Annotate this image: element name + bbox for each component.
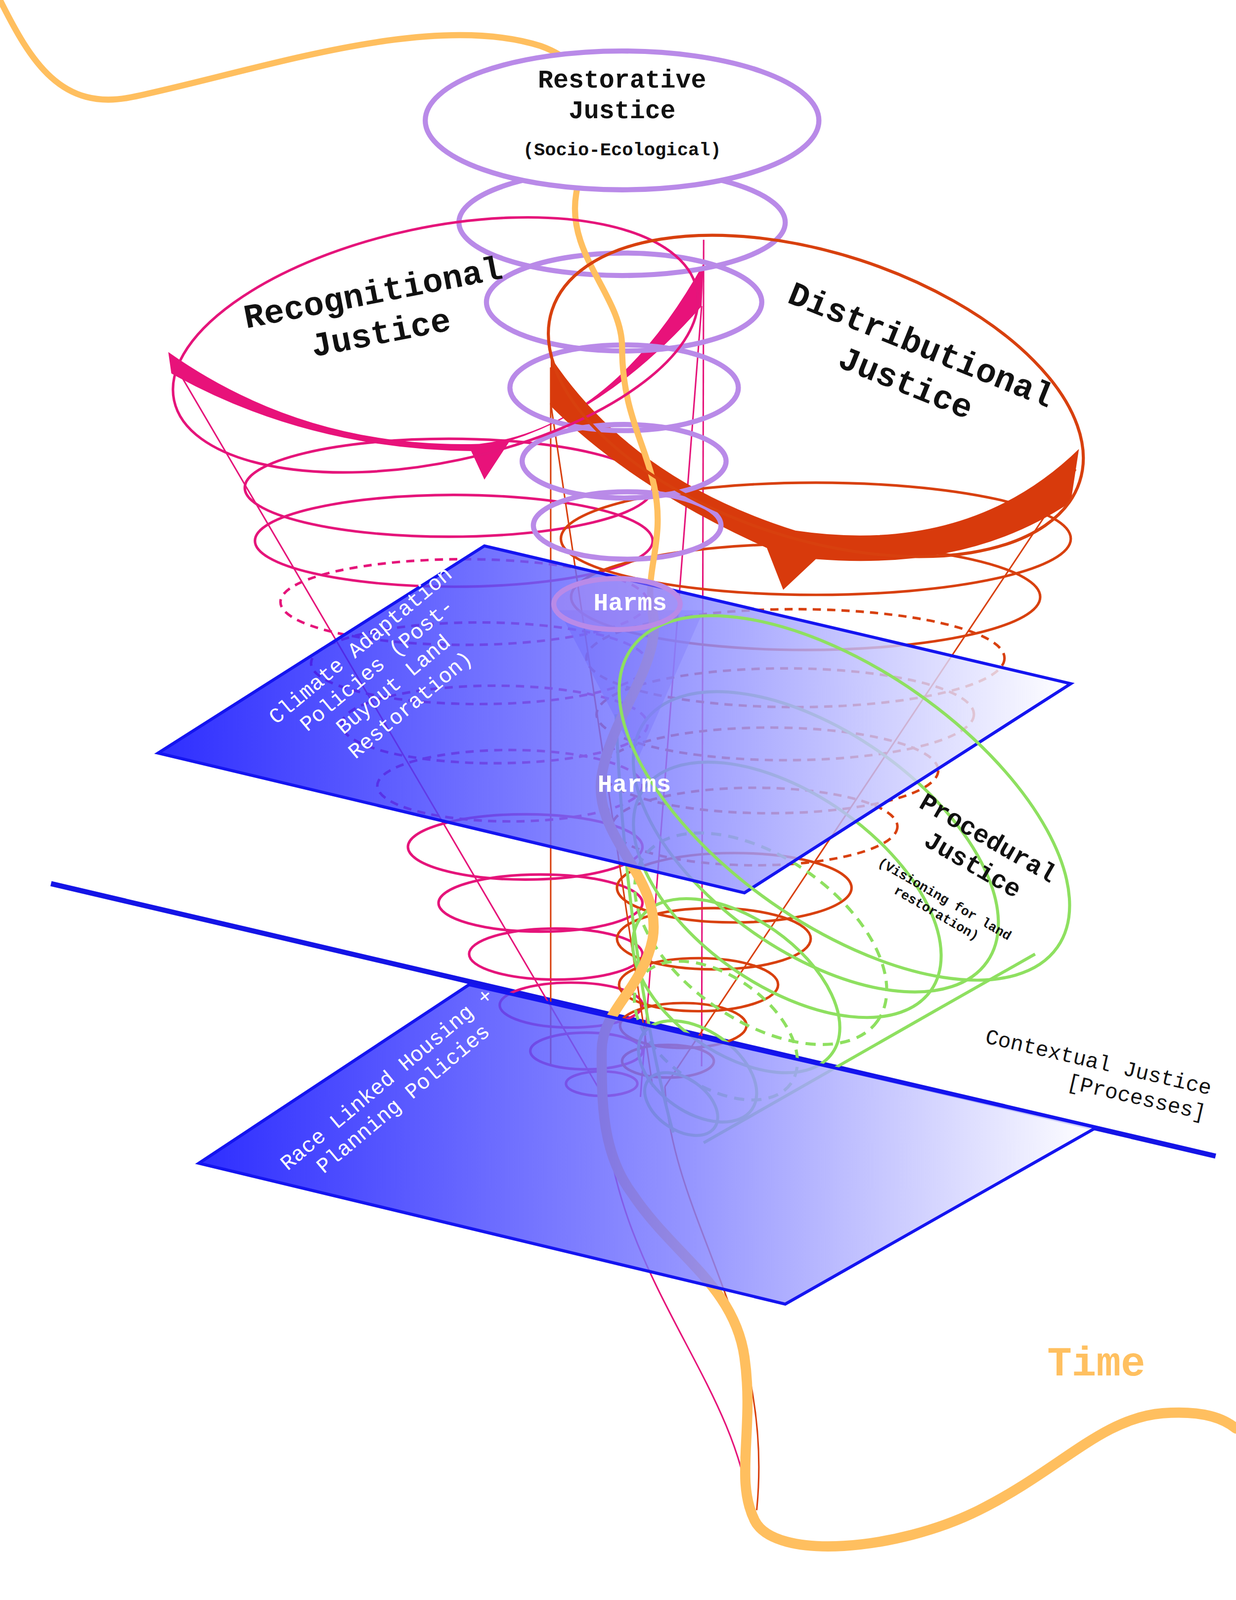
restorative-ellipse-shape xyxy=(425,50,819,190)
restorative-rings xyxy=(533,491,722,559)
distributional-cone xyxy=(550,402,1076,1510)
node-title: Harms xyxy=(573,588,687,618)
policy-plane: Race Linked Housing + Planning Policies xyxy=(198,984,1097,1304)
restorative-rings xyxy=(522,424,727,498)
time-label: Time xyxy=(1014,1340,1178,1390)
harms-ring: Harms xyxy=(550,576,684,633)
procedural-ellipse-shape xyxy=(558,543,1131,1052)
harms-label: Harms xyxy=(578,770,691,800)
procedural-ellipse: Procedural Justice(Visioning for land re… xyxy=(618,616,1070,979)
recognitional-cone xyxy=(244,438,653,537)
time-curve xyxy=(0,0,1236,1546)
distributional-ellipse-shape xyxy=(507,174,1124,618)
node-title: Restorative Justice xyxy=(499,66,745,128)
distributional-ellipse: Distributional Justice xyxy=(545,232,1087,559)
node-subtitle: (Socio-Ecological) xyxy=(479,139,765,163)
recognitional-ellipse: Recognitional Justice xyxy=(168,212,704,480)
node-title: Distributional Justice xyxy=(750,268,1075,462)
recognitional-ellipse-outline xyxy=(168,212,704,480)
recognitional-cone xyxy=(438,874,643,932)
restorative-ellipse: Restorative Justice (Socio-Ecological) xyxy=(420,46,825,196)
node-title: Recognitional Justice xyxy=(219,245,536,383)
